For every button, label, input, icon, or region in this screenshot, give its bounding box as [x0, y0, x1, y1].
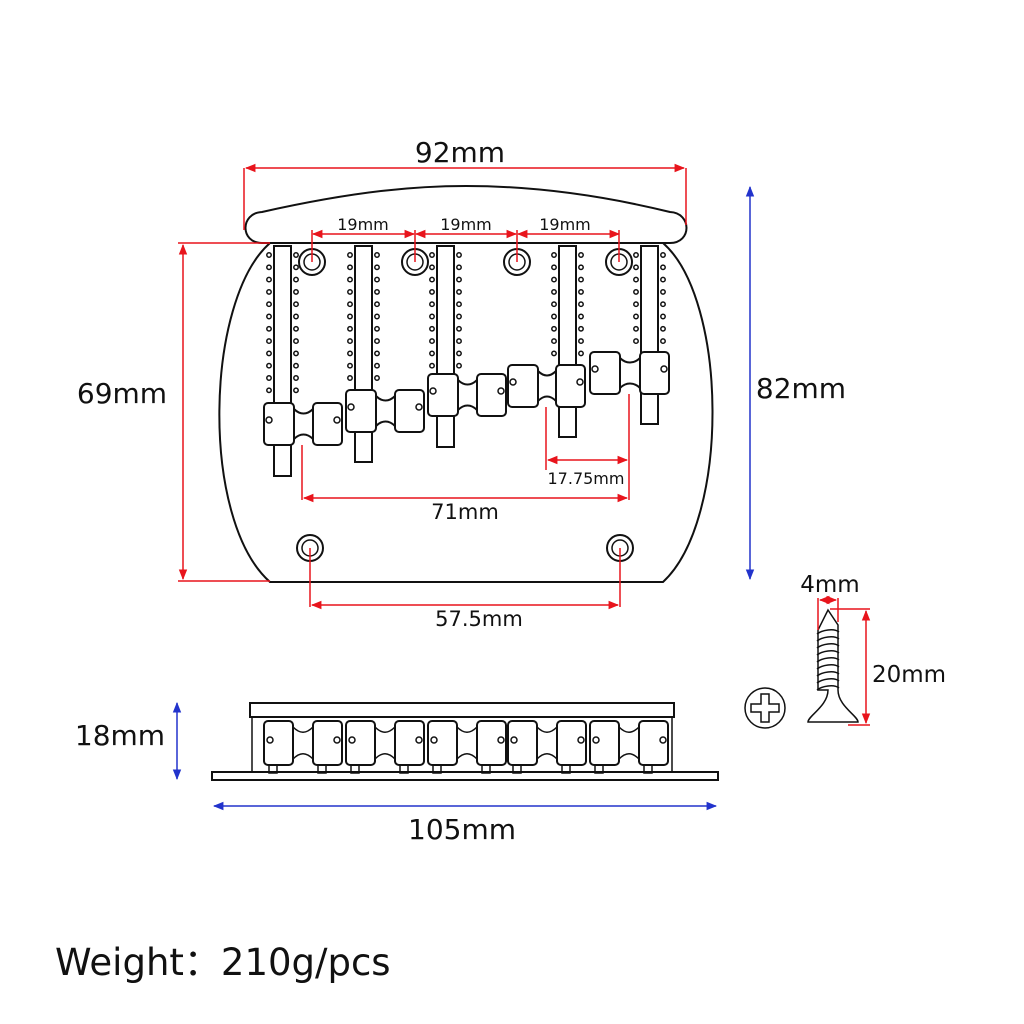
dimension-92mm: 92mm: [243, 136, 687, 230]
top-bar: [244, 184, 688, 244]
label-69mm: 69mm: [77, 377, 167, 410]
screw-head-icon: [744, 687, 786, 729]
side-saddle-3: [427, 720, 507, 774]
label-18mm: 18mm: [75, 719, 165, 752]
label-71mm: 71mm: [431, 500, 499, 524]
saddle-2: [345, 245, 425, 463]
saddle-5: [589, 245, 670, 425]
label-20mm: 20mm: [872, 662, 946, 688]
dimension-82mm: 82mm: [745, 185, 846, 581]
dimension-69mm: 69mm: [77, 242, 270, 582]
label-19mm-1: 19mm: [337, 215, 389, 234]
side-saddle-2: [345, 720, 425, 774]
label-4mm: 4mm: [800, 572, 859, 598]
dimension-17-75mm: 17.75mm: [545, 394, 630, 500]
side-saddle-5: [589, 720, 669, 774]
side-view: [211, 702, 719, 781]
label-17-75mm: 17.75mm: [548, 469, 625, 488]
saddle-3: [427, 245, 507, 448]
dimension-18mm: 18mm: [75, 701, 182, 781]
weight-label: Weight：210g/pcs: [55, 941, 391, 984]
label-82mm: 82mm: [756, 372, 846, 405]
saddle-posts: [263, 245, 670, 477]
dimension-57-5mm: 57.5mm: [309, 548, 621, 631]
label-105mm: 105mm: [408, 813, 516, 846]
label-92mm: 92mm: [415, 136, 505, 169]
label-19mm-2: 19mm: [440, 215, 492, 234]
dimension-71mm: 71mm: [301, 445, 629, 524]
dimension-19mm: 19mm 19mm 19mm: [311, 215, 621, 262]
side-saddle-4: [507, 720, 587, 774]
label-19mm-3: 19mm: [539, 215, 591, 234]
dimension-105mm: 105mm: [212, 801, 718, 846]
side-saddle-1: [263, 720, 343, 774]
label-57-5mm: 57.5mm: [435, 607, 523, 631]
saddle-4: [507, 245, 586, 438]
dimension-20mm: 20mm: [830, 608, 946, 726]
screw-icon: [807, 608, 859, 723]
saddle-1: [263, 245, 343, 477]
dimension-4mm: 4mm: [800, 572, 860, 630]
